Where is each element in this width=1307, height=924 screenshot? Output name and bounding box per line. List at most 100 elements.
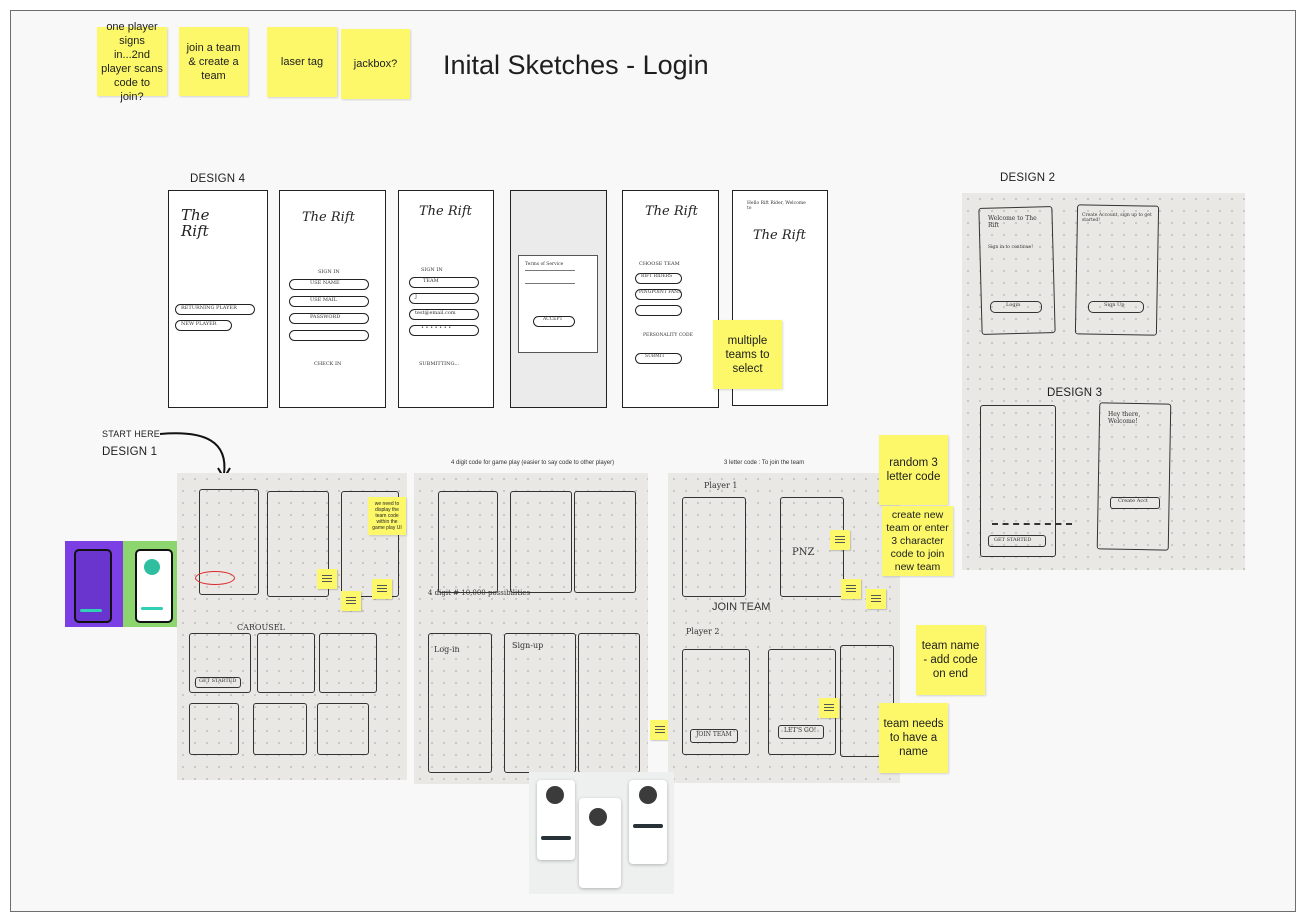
lets-go-label: LET'S GO!: [784, 727, 817, 734]
comment-sticky[interactable]: [317, 569, 337, 589]
design2-photo[interactable]: Welcome to The Rift Sign in to continue!…: [962, 193, 1245, 383]
label-design3: DESIGN 3: [1047, 387, 1103, 399]
four-digit-note: 4 digit # 10,000 possibilities: [428, 589, 531, 597]
board-title: Inital Sketches - Login: [443, 50, 709, 80]
email-field: [409, 309, 479, 320]
sticky-multiple-teams[interactable]: multiple teams to select: [713, 320, 782, 389]
hifi-forgot-avatar: [639, 786, 657, 804]
sticky-text: laser tag: [280, 56, 324, 68]
submit-button: [635, 353, 682, 364]
comment-sticky[interactable]: [830, 530, 850, 550]
sticky-jackbox[interactable]: jackbox?: [341, 29, 410, 99]
sticky-laser-tag[interactable]: laser tag: [267, 27, 337, 97]
sketch-screen: [504, 633, 576, 773]
sign-in-heading: SIGN IN: [421, 267, 443, 273]
hifi-login-reference[interactable]: [529, 772, 674, 894]
get-started-label: GET STARTED: [199, 678, 237, 684]
design3-right-title: Hey there, Welcome!: [1108, 411, 1141, 425]
choose-team-heading: CHOOSE TEAM: [639, 261, 680, 267]
j-field-label: J: [415, 294, 418, 300]
sketch-screen: [257, 633, 315, 693]
design1-photo-3[interactable]: Player 1 PNZ JOIN TEAM Player 2 JOIN TEA…: [668, 473, 900, 783]
design3-create-acct: [1110, 497, 1160, 509]
sketch-screen: [319, 633, 377, 693]
terms-text: Terms of Service: [525, 262, 564, 267]
design4-screen-1[interactable]: The Rift RETURNING PLAYER NEW PLAYER: [168, 190, 268, 408]
sticky-text: team name - add code on end: [921, 640, 980, 680]
sketch-screen: [267, 491, 329, 597]
comment-sticky[interactable]: [819, 698, 839, 718]
sticky-create-new-team[interactable]: create new team or enter 3 character cod…: [882, 506, 953, 576]
rift-logo: The Rift: [753, 228, 806, 243]
label-design1: DESIGN 1: [102, 446, 158, 458]
sticky-team-needs-name[interactable]: team needs to have a name: [879, 703, 948, 773]
comment-sticky[interactable]: [866, 589, 886, 609]
sketch-screen: [840, 645, 894, 757]
sketch-screen: [189, 633, 251, 693]
reference-mockup[interactable]: [65, 541, 179, 627]
join-team-header: JOIN TEAM: [712, 601, 771, 613]
sticky-one-player[interactable]: one player signs in...2nd player scans c…: [97, 21, 167, 103]
design3-get-started: [988, 535, 1046, 547]
sketch-screen: [253, 703, 307, 755]
sticky-text: multiple teams to select: [725, 334, 770, 375]
hello-note: Hello Rift Rider, Welcome to: [747, 201, 806, 211]
team-option-1-label: RIFT RIDERS: [641, 274, 673, 279]
design2-right-title: Create Account, sign up to get started!: [1082, 213, 1152, 223]
hifi-login-avatar: [546, 786, 564, 804]
design2-right-screen: [1074, 204, 1160, 336]
team-field: [409, 277, 479, 288]
design3-photo[interactable]: GET STARTED Hey there, Welcome! Create A…: [962, 383, 1245, 570]
sketch-screen: [682, 497, 746, 597]
design4-screen-2[interactable]: The Rift SIGN IN USE NAME USE MAIL PASSW…: [279, 190, 386, 408]
sticky-team-name[interactable]: team name - add code on end: [916, 625, 985, 695]
team-field-label: TEAM: [423, 278, 439, 284]
label-design2: DESIGN 2: [1000, 172, 1056, 184]
design2-right-signup-label: Sign Up: [1104, 302, 1125, 308]
design4-screen-4[interactable]: Terms of Service ACCEPT: [510, 190, 607, 408]
design4-screen-5[interactable]: The Rift CHOOSE TEAM RIFT RIDERS PINGPOI…: [622, 190, 719, 408]
submit-label: SUBMIT: [645, 354, 665, 359]
lets-go-sketch-button: [778, 725, 824, 739]
comment-sticky[interactable]: [372, 579, 392, 599]
design1-photo-2[interactable]: 4 digit # 10,000 possibilities Log-in Si…: [414, 473, 648, 784]
get-started-sketch: [195, 677, 241, 688]
field-3: [289, 313, 369, 324]
sticky-text: join a team & create a team: [186, 41, 241, 82]
design3-get-started-label: GET STARTED: [994, 537, 1032, 543]
hifi-login-button: [541, 836, 571, 840]
sketch-screen: [189, 703, 239, 755]
player1-label: Player 1: [704, 481, 738, 490]
team-option-2: [635, 289, 682, 300]
sticky-join-team[interactable]: join a team & create a team: [179, 27, 248, 96]
red-circle-annotation: [195, 571, 235, 585]
design4-screen-3[interactable]: The Rift SIGN IN TEAM J test@email.com •…: [398, 190, 494, 408]
design3-connector: [992, 523, 1072, 525]
sticky-display-code[interactable]: we need to display the team code within …: [368, 497, 406, 535]
email-field-label: test@email.com: [415, 310, 456, 316]
sticky-random-code[interactable]: random 3 letter code: [879, 435, 948, 505]
comment-sticky[interactable]: [841, 579, 861, 599]
submitting-label: SUBMITTING...: [419, 361, 460, 367]
label-start-here: START HERE: [102, 429, 161, 439]
terms-lines: [525, 270, 575, 284]
sketch-screen: [317, 703, 369, 755]
design2-left-sub: Sign in to continue!: [988, 245, 1034, 250]
sticky-text: jackbox?: [353, 58, 398, 70]
carousel-label: CAROUSEL: [237, 623, 285, 632]
phone-mockup-2-avatar: [144, 559, 160, 575]
rift-logo: The Rift: [181, 206, 210, 240]
sketch-screen: [438, 491, 498, 593]
password-field-label: • • • • • • •: [421, 325, 452, 331]
comment-sticky[interactable]: [650, 720, 670, 740]
design2-left-login-label: Login: [1006, 302, 1021, 308]
field-2-label: USE MAIL: [310, 297, 337, 303]
sticky-text: we need to display the team code within …: [372, 501, 402, 531]
accept-button: [533, 316, 575, 327]
team-option-3: [635, 305, 682, 316]
comment-sticky[interactable]: [341, 591, 361, 611]
rift-logo: The Rift: [302, 210, 355, 225]
sign-in-heading: SIGN IN: [318, 269, 340, 275]
signup-label: Sign-up: [512, 641, 544, 650]
terms-modal: Terms of Service ACCEPT: [518, 255, 598, 353]
